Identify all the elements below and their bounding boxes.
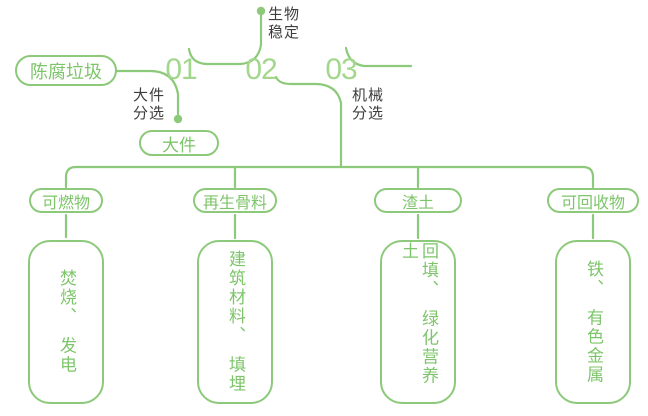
category-node-recycled-aggregate: 再生骨料 (193, 188, 277, 213)
bulky-output-label: 大件 (162, 135, 196, 155)
category-node-recyclables: 可回收物 (547, 188, 639, 213)
bulky-branch-dot (173, 114, 183, 124)
result-text: 焚烧、 发电 (57, 269, 76, 375)
wire-distributor (64, 165, 595, 189)
category-label: 渣土 (401, 194, 434, 212)
result-text: 建筑材料、 填埋 (226, 250, 245, 394)
wire-source-to-01-drop (115, 69, 180, 116)
mechanical-sorting-label: 机械 分选 (352, 87, 385, 122)
stage-number-03: 03 (325, 53, 357, 86)
result-box-combustibles: 焚烧、 发电 (28, 240, 104, 404)
biological-stabilization-label: 生物 稳定 (268, 6, 301, 41)
wire-03-tail (344, 46, 413, 68)
wire-02-to-03-and-drop (274, 75, 343, 169)
category-label: 再生骨料 (202, 194, 267, 212)
bio-branch-dot (256, 6, 266, 16)
bulky-sorting-label: 大件 分选 (133, 87, 166, 122)
source-label: 陈腐垃圾 (30, 61, 102, 82)
source-node: 陈腐垃圾 (15, 55, 117, 86)
stage-number-01: 01 (165, 53, 197, 86)
bulky-output-node: 大件 (139, 130, 219, 156)
wire-bio-branch-up (238, 13, 263, 66)
result-box-slag-soil: 回填、 绿化营养土 (380, 240, 456, 404)
result-box-recycled-aggregate: 建筑材料、 填埋 (197, 240, 273, 404)
category-node-slag-soil: 渣土 (374, 188, 462, 213)
result-text: 铁、 有色金属 (584, 259, 603, 385)
result-text: 回填、 绿化营养土 (399, 242, 438, 386)
result-box-recyclables: 铁、 有色金属 (555, 240, 631, 404)
stage-number-02: 02 (245, 53, 277, 86)
category-label: 可燃物 (41, 194, 90, 212)
category-label: 可回收物 (560, 194, 625, 212)
wire-01-to-02 (187, 47, 242, 66)
category-node-combustibles: 可燃物 (29, 188, 103, 213)
